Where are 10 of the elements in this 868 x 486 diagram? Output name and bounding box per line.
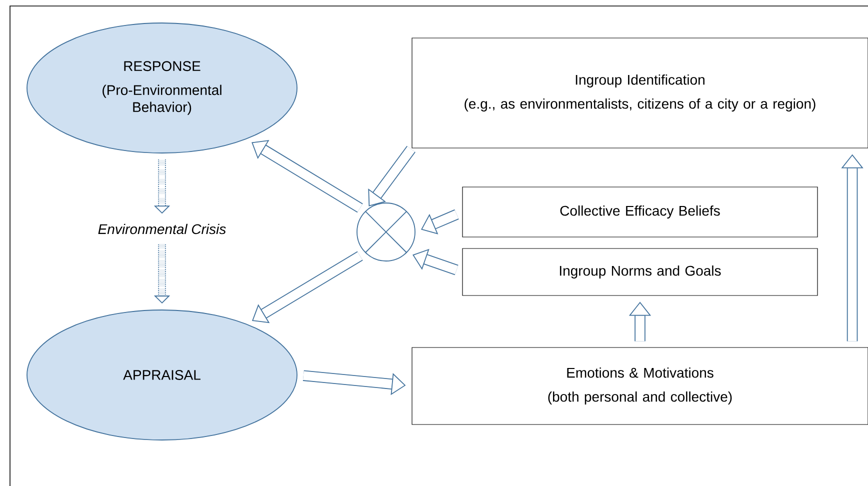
text-box: Ingroup Identification (e.g., as environmentalists, citizens of a city or a region) (412, 38, 868, 148)
text-box: Emotions & Motivations (both personal and collective) (412, 347, 868, 425)
block-arrow (368, 146, 416, 206)
node-text: Environmental Crisis (98, 224, 226, 234)
text-box: Collective Efficacy Beliefs (462, 186, 818, 238)
block-arrow (252, 140, 363, 213)
oval-node: APPRAISAL (26, 310, 298, 440)
text-box: Ingroup Norms and Goals (462, 248, 818, 296)
oval-node: RESPONSE (Pro-Environmental Behavior) (26, 22, 298, 154)
summation-circle (356, 202, 416, 262)
